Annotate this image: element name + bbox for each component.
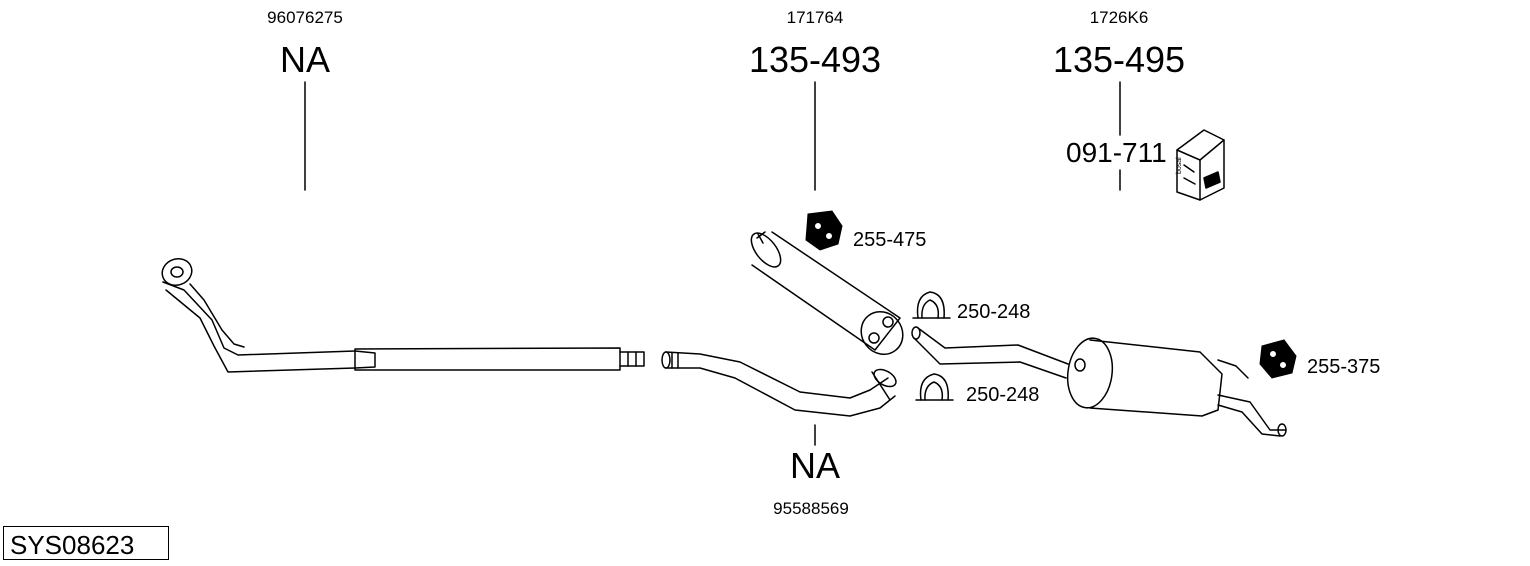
center-silencer-part-number: 135-493 [748, 39, 882, 80]
clamp-part-number: 250-248 [957, 301, 1031, 323]
intermediate-pipe-ref: 95588569 [773, 499, 849, 518]
mount-part-number: 255-475 [853, 229, 927, 251]
center-silencer-ref: 171764 [786, 8, 844, 27]
bosal-brand-text: bosal [1176, 157, 1183, 174]
rear-silencer [911, 326, 1287, 437]
pipe-clamp-icon [912, 291, 951, 319]
system-code: SYS08623 [10, 530, 135, 560]
front-pipe-part-number: NA [279, 39, 331, 80]
fitting-kit-part-number: 091-711 [1066, 137, 1167, 168]
rubber-mount-icon [1259, 339, 1297, 379]
pipe-clamp-icon [915, 373, 954, 401]
mount-part-number: 255-375 [1307, 356, 1381, 378]
front-pipe-ref: 96076275 [267, 8, 343, 27]
system-code-box: SYS08623 [3, 526, 169, 560]
intermediate-pipe-part-number: NA [789, 445, 841, 486]
intermediate-pipe [661, 351, 897, 417]
front-pipe [161, 258, 645, 373]
center-silencer [750, 231, 904, 356]
rear-silencer-part-number: 135-495 [1052, 39, 1186, 80]
clamp-part-number: 250-248 [966, 384, 1040, 406]
bosal-box-icon [1176, 129, 1225, 201]
rubber-mount-icon [805, 210, 843, 251]
rear-silencer-ref: 1726K6 [1089, 8, 1149, 27]
